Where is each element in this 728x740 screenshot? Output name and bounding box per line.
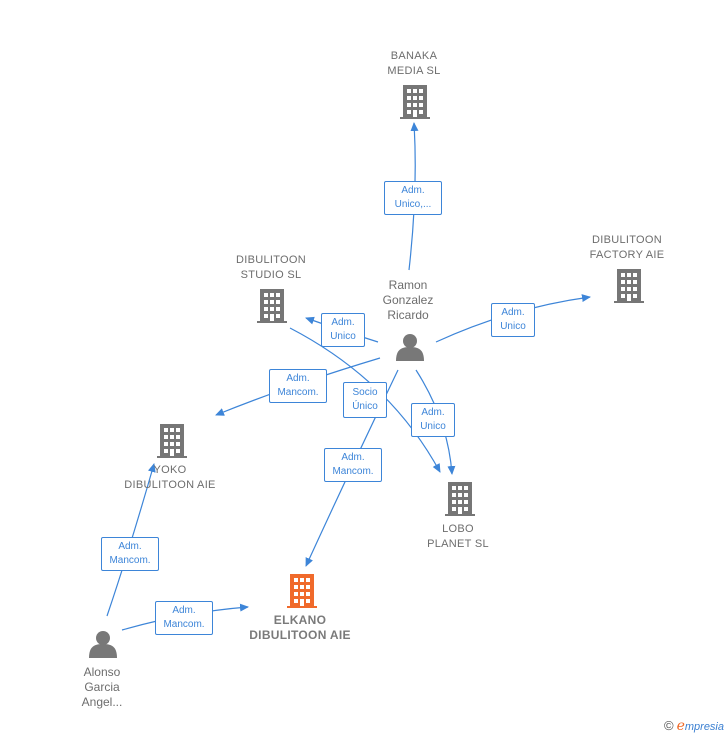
node-label-yoko[interactable]: YOKO DIBULITOON AIE bbox=[124, 464, 216, 491]
edge-label-line: Único bbox=[352, 401, 378, 412]
edge-label-line: Mancom. bbox=[163, 619, 205, 630]
edge-label-ramon-factory[interactable]: Adm. Unico bbox=[491, 303, 535, 337]
brand-name: mpresia bbox=[684, 721, 724, 733]
brand-footer: ©empresia bbox=[664, 718, 724, 734]
edge-label-line: Unico bbox=[500, 321, 526, 332]
node-label-lobo[interactable]: LOBO PLANET SL bbox=[427, 523, 489, 550]
edge-label-line: Adm. bbox=[401, 185, 425, 196]
person-icon[interactable] bbox=[396, 334, 424, 361]
edge-label-alonso-yoko[interactable]: Adm. Mancom. bbox=[101, 537, 159, 571]
edge-label-line: Mancom. bbox=[109, 555, 151, 566]
node-label-alonso[interactable]: Alonso Garcia Angel... bbox=[81, 665, 123, 709]
building-icon[interactable] bbox=[257, 289, 287, 323]
building-icon[interactable] bbox=[614, 269, 644, 303]
edge-label-ramon-banaka[interactable]: Adm. Unico,... bbox=[384, 181, 442, 215]
building-icon[interactable] bbox=[287, 574, 317, 608]
person-icon[interactable] bbox=[89, 631, 117, 658]
edge-label-line: Mancom. bbox=[332, 466, 374, 477]
edge-label-line: Adm. bbox=[341, 452, 365, 463]
node-label-banaka[interactable]: BANAKA MEDIA SL bbox=[387, 50, 441, 77]
edge-label-line: Unico bbox=[330, 331, 356, 342]
edge-label-ramon-studio[interactable]: Adm. Unico bbox=[321, 313, 365, 347]
edge-label-line: Adm. bbox=[286, 373, 310, 384]
building-icon[interactable] bbox=[400, 85, 430, 119]
edge-label-ramon-yoko[interactable]: Adm. Mancom. bbox=[269, 369, 327, 403]
edge-label-line: Mancom. bbox=[277, 387, 319, 398]
edge-label-ramon-elkano[interactable]: Adm. Mancom. bbox=[324, 448, 382, 482]
brand-logo-e: e bbox=[676, 718, 685, 734]
building-icon[interactable] bbox=[157, 424, 187, 458]
edge-label-line: Adm. bbox=[172, 605, 196, 616]
node-label-ramon[interactable]: Ramon Gonzalez Ricardo bbox=[382, 278, 434, 322]
edge-label-line: Adm. bbox=[118, 541, 142, 552]
edge-label-line: Adm. bbox=[331, 317, 355, 328]
copyright-symbol: © bbox=[663, 718, 674, 733]
edge-label-alonso-elkano[interactable]: Adm. Mancom. bbox=[155, 601, 213, 635]
edge-label-line: Adm. bbox=[421, 407, 445, 418]
edge-label-line: Adm. bbox=[501, 307, 525, 318]
building-icon[interactable] bbox=[445, 482, 475, 516]
edge-label-line: Unico,... bbox=[394, 199, 432, 210]
node-label-dibulitoon-studio[interactable]: DIBULITOON STUDIO SL bbox=[235, 254, 307, 281]
node-label-elkano[interactable]: ELKANO DIBULITOON AIE bbox=[249, 613, 351, 642]
edge-label-studio-lobo[interactable]: Socio Único bbox=[343, 382, 387, 418]
edge-label-ramon-lobo[interactable]: Adm. Unico bbox=[411, 403, 455, 437]
edge-label-line: Unico bbox=[420, 421, 446, 432]
node-label-dibulitoon-factory[interactable]: DIBULITOON FACTORY AIE bbox=[589, 234, 665, 261]
edge-label-line: Socio bbox=[352, 387, 378, 398]
